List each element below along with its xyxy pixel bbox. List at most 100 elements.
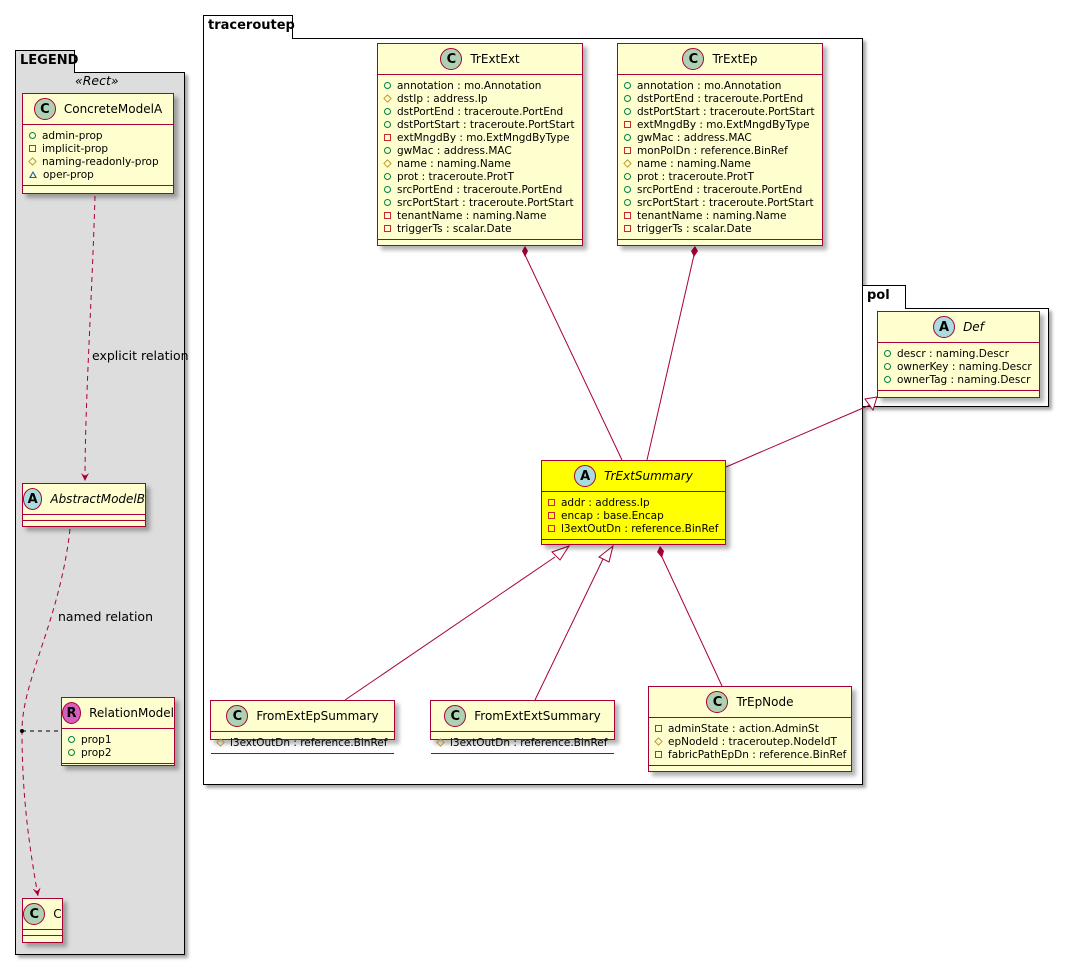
class-header: R RelationModel <box>62 698 174 729</box>
member-text: l3extOutDn : reference.BinRef <box>230 736 388 749</box>
class-member: dstPortEnd : traceroute.PortEnd <box>384 105 576 118</box>
member-text: triggerTs : scalar.Date <box>637 222 752 235</box>
inheritance-triangle <box>551 545 571 561</box>
class-member: l3extOutDn : reference.BinRef <box>216 736 388 749</box>
visibility-priv-icon <box>624 147 631 154</box>
class-member: prot : traceroute.ProtT <box>624 170 816 183</box>
visibility-priv-icon <box>624 121 631 128</box>
visibility-pub-icon <box>384 199 391 206</box>
label-explicit-relation: explicit relation <box>92 348 189 363</box>
class-fromextepsummary[interactable]: C FromExtEpSummary l3extOutDn : referenc… <box>210 700 395 754</box>
visibility-priv-icon <box>384 134 391 141</box>
class-spot-icon: A <box>23 488 43 510</box>
member-text: implicit-prop <box>42 142 109 155</box>
class-name: RelationModel <box>89 706 174 720</box>
class-abstractmodelb[interactable]: A AbstractModelB <box>22 483 146 527</box>
composition-trextep-trextsummary <box>646 254 695 461</box>
visibility-pub-icon <box>624 199 631 206</box>
visibility-priv-icon <box>655 751 662 758</box>
visibility-prot-icon <box>436 738 445 747</box>
member-text: srcPortEnd : traceroute.PortEnd <box>637 183 803 196</box>
class-header: C TrEpNode <box>649 687 851 718</box>
class-spot-icon: A <box>933 316 956 338</box>
legend-stereotype: «Rect» <box>75 73 119 88</box>
member-text: triggerTs : scalar.Date <box>397 222 512 235</box>
class-spot-icon: C <box>682 48 705 70</box>
class-header: C TrExtExt <box>378 44 582 75</box>
visibility-pub-icon <box>384 108 391 115</box>
class-member: dstPortEnd : traceroute.PortEnd <box>624 92 816 105</box>
member-text: annotation : mo.Annotation <box>397 79 542 92</box>
class-members: l3extOutDn : reference.BinRef <box>211 732 394 754</box>
visibility-priv-icon <box>655 725 662 732</box>
visibility-priv-icon <box>384 225 391 232</box>
class-name: AbstractModelB <box>50 492 145 506</box>
class-member: naming-readonly-prop <box>28 155 167 168</box>
visibility-priv-icon <box>548 499 555 506</box>
class-member: prot : traceroute.ProtT <box>384 170 576 183</box>
class-member: implicit-prop <box>29 142 167 155</box>
class-header: A AbstractModelB <box>23 484 145 515</box>
class-member: ownerTag : naming.Descr <box>884 373 1033 386</box>
class-member: descr : naming.Descr <box>884 347 1033 360</box>
class-name: TrExtExt <box>470 52 520 66</box>
member-text: l3extOutDn : reference.BinRef <box>561 522 719 535</box>
visibility-prot-icon <box>383 94 392 103</box>
member-text: naming-readonly-prop <box>42 155 159 168</box>
class-name: FromExtEpSummary <box>256 709 379 723</box>
visibility-pub-icon <box>624 134 631 141</box>
member-text: prot : traceroute.ProtT <box>397 170 514 183</box>
visibility-pkg-icon <box>29 171 37 178</box>
member-text: dstIp : address.Ip <box>397 92 488 105</box>
visibility-prot-icon <box>383 159 392 168</box>
class-member: extMngdBy : mo.ExtMngdByType <box>384 131 576 144</box>
class-member: annotation : mo.Annotation <box>384 79 576 92</box>
class-spot-icon: C <box>444 705 467 727</box>
inheritance-fromextextsummary <box>534 558 604 701</box>
visibility-priv-icon <box>624 225 631 232</box>
member-text: srcPortStart : traceroute.PortStart <box>637 196 814 209</box>
visibility-pub-icon <box>884 350 891 357</box>
member-text: ownerKey : naming.Descr <box>897 360 1032 373</box>
visibility-priv-icon <box>624 212 631 219</box>
class-member: encap : base.Encap <box>548 509 719 522</box>
class-member: l3extOutDn : reference.BinRef <box>548 522 719 535</box>
visibility-pub-icon <box>884 363 891 370</box>
member-text: fabricPathEpDn : reference.BinRef <box>668 748 847 761</box>
visibility-pub-icon <box>29 132 36 139</box>
class-member: extMngdBy : mo.ExtMngdByType <box>624 118 816 131</box>
relation-junction-dot <box>20 729 24 733</box>
visibility-pub-icon <box>384 147 391 154</box>
visibility-pub-icon <box>884 376 891 383</box>
member-text: ownerTag : naming.Descr <box>897 373 1031 386</box>
class-header: A TrExtSummary <box>542 461 725 492</box>
class-spot-icon: C <box>226 705 249 727</box>
member-text: epNodeId : traceroutep.NodeIdT <box>668 735 837 748</box>
visibility-pub-icon <box>384 82 391 89</box>
visibility-pub-icon <box>68 736 75 743</box>
class-c[interactable]: C C <box>22 898 63 943</box>
class-member: prop1 <box>68 733 168 746</box>
inheritance-fromextepsummary <box>344 556 556 701</box>
composition-diamond <box>657 546 664 558</box>
visibility-prot-icon <box>28 157 37 166</box>
composition-diamond <box>522 246 528 257</box>
visibility-pub-icon <box>624 186 631 193</box>
class-member: monPolDn : reference.BinRef <box>624 144 816 157</box>
class-name: FromExtExtSummary <box>474 709 601 723</box>
class-fromextextsummary[interactable]: C FromExtExtSummary l3extOutDn : referen… <box>430 700 615 754</box>
inheritance-triangle <box>864 396 878 412</box>
visibility-pub-icon <box>624 82 631 89</box>
member-text: adminState : action.AdminSt <box>668 722 819 735</box>
